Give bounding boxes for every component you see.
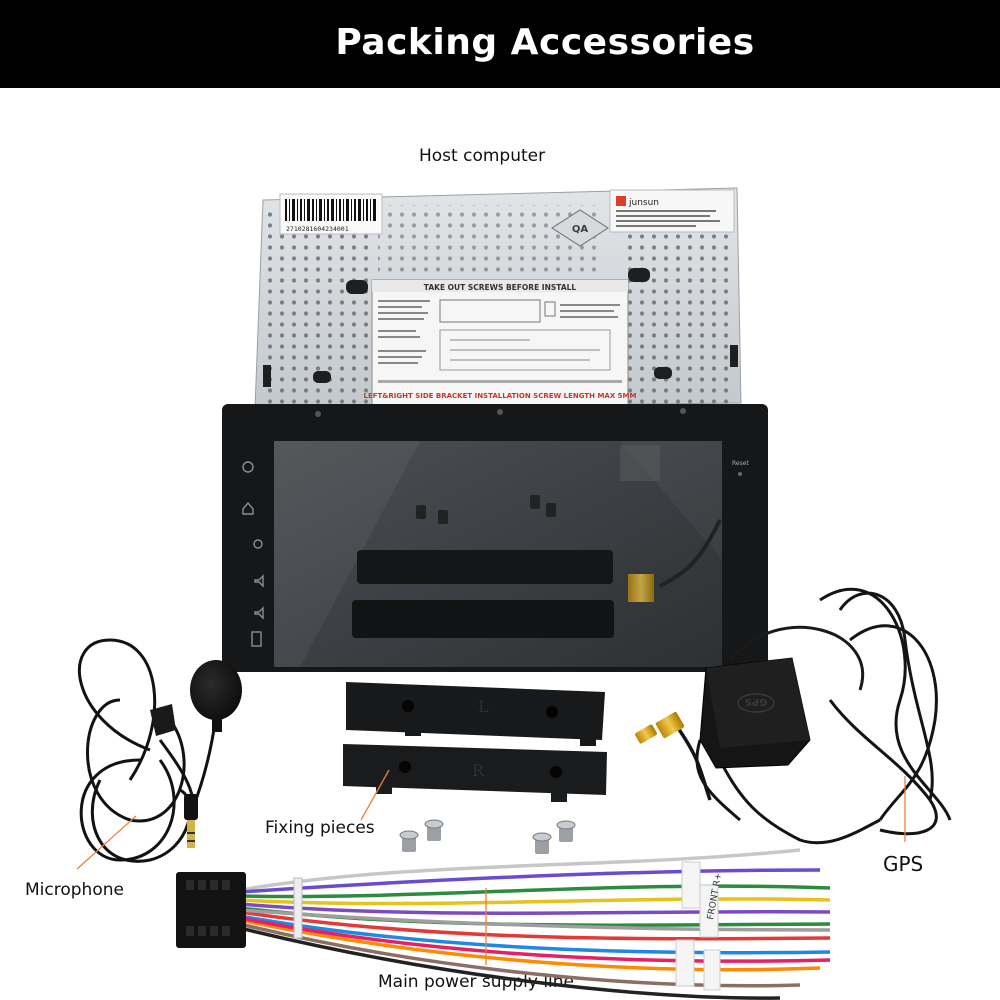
side-buttons <box>242 461 264 647</box>
leader-fixing <box>360 769 390 821</box>
leader-lines <box>76 769 906 965</box>
screw <box>532 832 552 854</box>
cable-tie <box>293 877 303 939</box>
gps-badge: GPS <box>745 696 768 707</box>
label-gps: GPS <box>883 852 924 876</box>
brand-name: junsun <box>628 198 659 208</box>
qa-stamp: QA <box>551 209 609 247</box>
host-computer: 2710281604234001 junsun QA TAKE OUT SCRE… <box>222 187 768 672</box>
microphone-plug <box>184 794 198 820</box>
power-icon <box>242 461 254 473</box>
leader-microphone <box>76 815 137 870</box>
product-photo: 2710281604234001 junsun QA TAKE OUT SCRE… <box>76 187 952 1000</box>
page-title: Packing Accessories <box>335 22 755 63</box>
screw <box>556 820 576 842</box>
svg-text:QA: QA <box>572 224 589 235</box>
microphone <box>77 638 242 863</box>
microphone-foam <box>190 660 242 720</box>
screw <box>424 819 444 841</box>
bracket-mark-r: R <box>472 761 485 780</box>
label-main-power-supply-line: Main power supply line <box>378 972 575 992</box>
home-icon <box>242 501 254 515</box>
brand-sticker: junsun <box>609 189 735 233</box>
usb-port-icon <box>251 631 262 647</box>
bracket-top: L <box>346 682 605 746</box>
volume-down-icon <box>254 606 264 620</box>
bracket-warning: LEFT&RIGHT SIDE BRACKET INSTALLATION SCR… <box>364 392 637 400</box>
barcode-sticker: 2710281604234001 <box>279 193 383 235</box>
barcode-number: 2710281604234001 <box>286 225 349 233</box>
bracket-bottom: R <box>343 744 607 802</box>
microphone-clip <box>150 704 176 736</box>
power-harness: FRONT R+ <box>176 848 831 1000</box>
reset-label: Reset <box>732 460 749 467</box>
label-microphone: Microphone <box>25 880 124 900</box>
back-icon <box>253 539 263 549</box>
info-sticker: TAKE OUT SCREWS BEFORE INSTALL LEFT&RIGH… <box>364 279 637 407</box>
volume-up-icon <box>254 574 264 588</box>
screws <box>399 819 576 854</box>
header-bar: Packing Accessories <box>0 0 1000 88</box>
fixing-pieces: L R <box>343 682 607 854</box>
sticker-heading: TAKE OUT SCREWS BEFORE INSTALL <box>424 283 577 292</box>
label-fixing-pieces: Fixing pieces <box>265 818 375 838</box>
gps-antenna: GPS <box>635 587 952 845</box>
bracket-mark-l: L <box>478 697 489 716</box>
label-host-computer: Host computer <box>419 146 546 166</box>
screw <box>399 830 419 852</box>
